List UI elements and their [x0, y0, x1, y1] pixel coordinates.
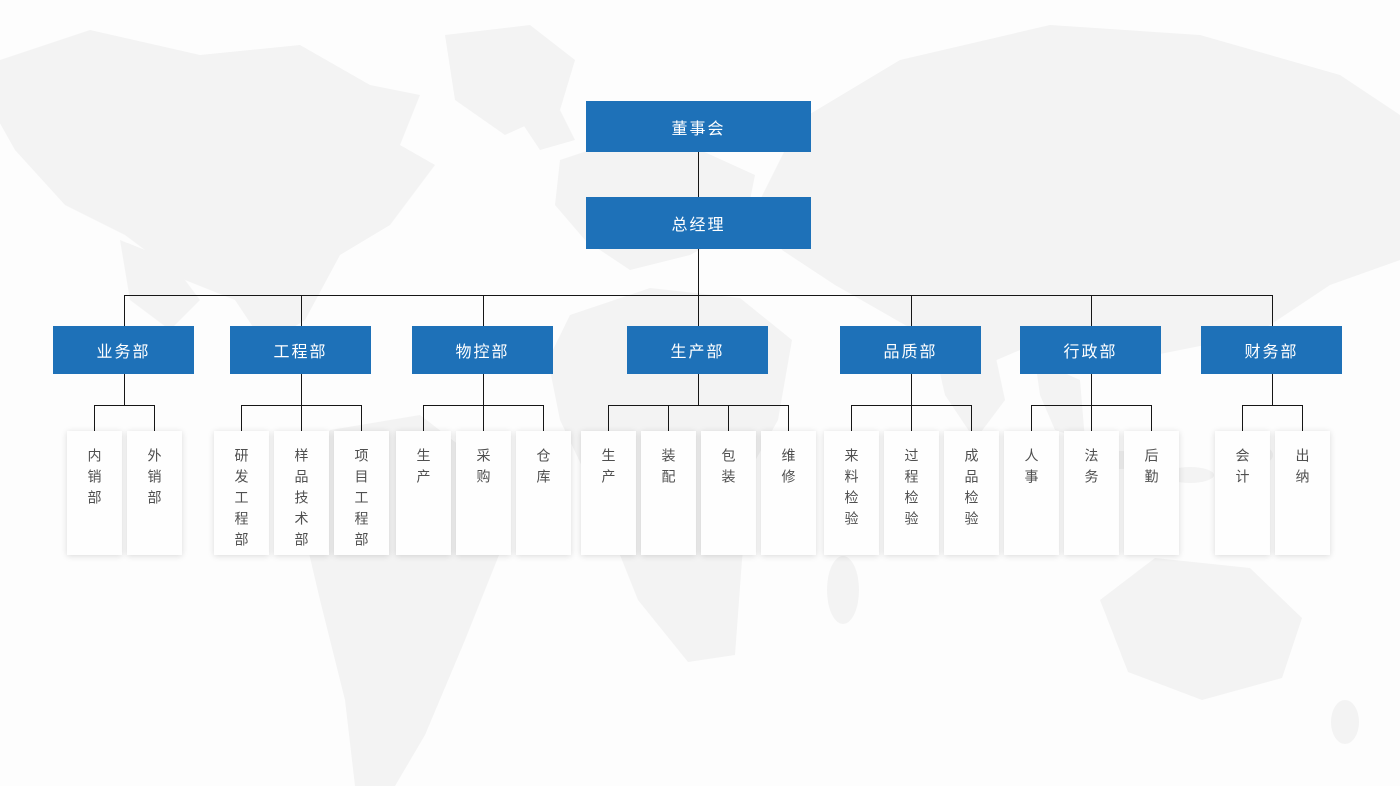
sub-dept-label: 内销部 — [86, 448, 103, 511]
connector-line — [543, 405, 544, 431]
connector-line — [1091, 374, 1092, 405]
sub-dept-label: 过程检验 — [903, 448, 920, 532]
sub-dept-box-engineering-2: 样品技术部 — [274, 431, 329, 555]
connector-line — [668, 405, 669, 431]
connector-line — [94, 405, 155, 406]
sub-dept-label: 样品技术部 — [293, 448, 310, 553]
org-box-board-of-directors: 董事会 — [586, 101, 811, 152]
sub-dept-box-engineering-3: 项目工程部 — [334, 431, 389, 555]
sub-dept-label: 采购 — [475, 448, 492, 490]
sub-dept-box-quality-1: 来料检验 — [824, 431, 879, 555]
connector-line — [483, 374, 484, 405]
connector-line — [423, 405, 424, 431]
sub-dept-box-finance-1: 会计 — [1215, 431, 1270, 555]
connector-line — [124, 295, 125, 326]
connector-line — [1302, 405, 1303, 431]
sub-dept-box-quality-2: 过程检验 — [884, 431, 939, 555]
connector-line — [1091, 405, 1092, 431]
connector-line — [728, 405, 729, 431]
connector-line — [698, 249, 699, 295]
connector-line — [301, 405, 302, 431]
sub-dept-label: 成品检验 — [963, 448, 980, 532]
connector-line — [483, 405, 484, 431]
sub-dept-label: 维修 — [780, 448, 797, 490]
sub-dept-label: 来料检验 — [843, 448, 860, 532]
sub-dept-label: 仓库 — [535, 448, 552, 490]
sub-dept-box-admin-2: 法务 — [1064, 431, 1119, 555]
sub-dept-label: 法务 — [1083, 448, 1100, 490]
sub-dept-label: 人事 — [1023, 448, 1040, 490]
sub-dept-label: 会计 — [1234, 448, 1251, 490]
connector-line — [911, 374, 912, 405]
dept-box-production: 生产部 — [627, 326, 768, 374]
sub-dept-box-admin-3: 后勤 — [1124, 431, 1179, 555]
connector-line — [483, 295, 484, 326]
sub-dept-label: 外销部 — [146, 448, 163, 511]
sub-dept-box-material-control-3: 仓库 — [516, 431, 571, 555]
connector-line — [361, 405, 362, 431]
connector-line — [698, 152, 699, 197]
connector-line — [971, 405, 972, 431]
sub-dept-box-admin-1: 人事 — [1004, 431, 1059, 555]
connector-line — [1242, 405, 1303, 406]
dept-box-quality: 品质部 — [840, 326, 981, 374]
sub-dept-box-quality-3: 成品检验 — [944, 431, 999, 555]
sub-dept-label: 后勤 — [1143, 448, 1160, 490]
sub-dept-box-business-2: 外销部 — [127, 431, 182, 555]
dept-box-material-control: 物控部 — [412, 326, 553, 374]
sub-dept-label: 生产 — [415, 448, 432, 490]
sub-dept-box-material-control-2: 采购 — [456, 431, 511, 555]
connector-line — [698, 295, 699, 326]
sub-dept-label: 装配 — [660, 448, 677, 490]
sub-dept-box-production-2: 装配 — [641, 431, 696, 555]
connector-line — [1272, 295, 1273, 326]
sub-dept-label: 生产 — [600, 448, 617, 490]
org-box-general-manager: 总经理 — [586, 197, 811, 249]
dept-box-engineering: 工程部 — [230, 326, 371, 374]
sub-dept-box-business-1: 内销部 — [67, 431, 122, 555]
connector-line — [1242, 405, 1243, 431]
connector-line — [301, 295, 302, 326]
sub-dept-label: 包装 — [720, 448, 737, 490]
connector-line — [698, 374, 699, 405]
connector-line — [301, 374, 302, 405]
connector-line — [1091, 295, 1092, 326]
connector-line — [788, 405, 789, 431]
sub-dept-box-production-4: 维修 — [761, 431, 816, 555]
connector-line — [124, 374, 125, 405]
connector-line — [241, 405, 242, 431]
connector-line — [608, 405, 789, 406]
connector-line — [911, 295, 912, 326]
sub-dept-label: 研发工程部 — [233, 448, 250, 553]
connector-line — [1031, 405, 1032, 431]
sub-dept-box-finance-2: 出纳 — [1275, 431, 1330, 555]
sub-dept-box-material-control-1: 生产 — [396, 431, 451, 555]
sub-dept-box-engineering-1: 研发工程部 — [214, 431, 269, 555]
connector-line — [154, 405, 155, 431]
connector-line — [1272, 374, 1273, 405]
dept-box-business: 业务部 — [53, 326, 194, 374]
connector-line — [911, 405, 912, 431]
connector-line — [608, 405, 609, 431]
dept-box-finance: 财务部 — [1201, 326, 1342, 374]
sub-dept-label: 出纳 — [1294, 448, 1311, 490]
connector-line — [851, 405, 852, 431]
sub-dept-box-production-1: 生产 — [581, 431, 636, 555]
dept-box-admin: 行政部 — [1020, 326, 1161, 374]
connector-line — [1151, 405, 1152, 431]
sub-dept-box-production-3: 包装 — [701, 431, 756, 555]
connector-line — [94, 405, 95, 431]
sub-dept-label: 项目工程部 — [353, 448, 370, 553]
